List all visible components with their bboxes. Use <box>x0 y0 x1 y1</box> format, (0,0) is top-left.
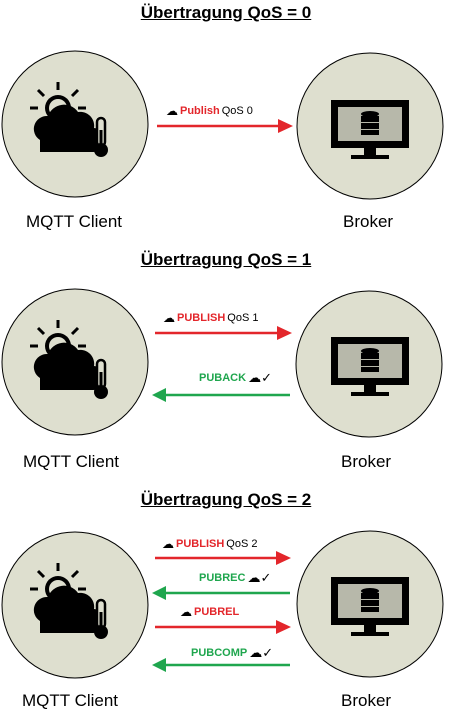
weather-icon <box>30 320 106 391</box>
thermometer-icon <box>94 358 108 399</box>
monitor-icon <box>331 577 409 636</box>
message-label: ☁ PUBREL <box>180 605 240 619</box>
thermometer-icon <box>94 116 108 157</box>
broker-label: Broker <box>341 691 392 710</box>
thermometer-icon <box>94 598 108 639</box>
client-label: MQTT Client <box>23 452 120 471</box>
weather-icon <box>30 563 106 634</box>
message-arrow-pubrec <box>152 586 290 600</box>
broker-node <box>295 290 443 438</box>
weather-icon <box>30 82 106 153</box>
section-title: Übertragung QoS = 1 <box>140 250 312 269</box>
broker-label: Broker <box>343 212 394 231</box>
section-title: Übertragung QoS = 0 <box>140 3 312 22</box>
message-label: PUBACK ☁✓ <box>199 370 272 385</box>
client-node <box>1 531 149 679</box>
monitor-icon <box>331 337 409 396</box>
client-node <box>1 50 149 198</box>
message-label: ☁ PUBLISH QoS 1 <box>163 311 259 325</box>
message-arrow-pubcomp <box>152 658 290 672</box>
monitor-icon <box>331 100 409 159</box>
client-label: MQTT Client <box>26 212 123 231</box>
database-icon <box>361 588 379 612</box>
broker-node <box>296 530 444 678</box>
client-node <box>1 288 149 436</box>
section-qos-2: Übertragung QoS = 2 MQTT Client <box>0 480 452 718</box>
message-label: PUBREC ☁✓ <box>199 570 272 585</box>
message-arrow-pubrel <box>155 620 291 634</box>
cloud-upload-icon: ☁ <box>166 104 178 118</box>
broker-node <box>296 52 444 200</box>
cloud-upload-icon: ☁ <box>180 605 192 619</box>
section-title: Übertragung QoS = 2 <box>140 490 312 509</box>
message-arrow-publish <box>157 119 293 133</box>
message-label: ☁ PUBLISH QoS 2 <box>162 537 258 551</box>
database-icon <box>361 111 379 135</box>
cloud-check-icon: ☁✓ <box>249 645 274 660</box>
cloud-check-icon: ☁✓ <box>248 370 272 385</box>
cloud-upload-icon: ☁ <box>163 311 175 325</box>
message-arrow-puback <box>152 388 290 402</box>
message-arrow-publish <box>155 551 291 565</box>
database-icon <box>361 348 379 372</box>
cloud-check-icon: ☁✓ <box>247 570 272 585</box>
message-label: ☁ Publish QoS 0 <box>166 104 253 118</box>
section-qos-1: Übertragung QoS = 1 MQTT Client <box>0 240 452 480</box>
message-arrow-publish <box>155 326 292 340</box>
message-label: PUBCOMP ☁✓ <box>191 645 274 660</box>
cloud-upload-icon: ☁ <box>162 537 174 551</box>
section-qos-0: Übertragung QoS = 0 MQTT Client <box>0 0 452 240</box>
broker-label: Broker <box>341 452 392 471</box>
client-label: MQTT Client <box>22 691 119 710</box>
